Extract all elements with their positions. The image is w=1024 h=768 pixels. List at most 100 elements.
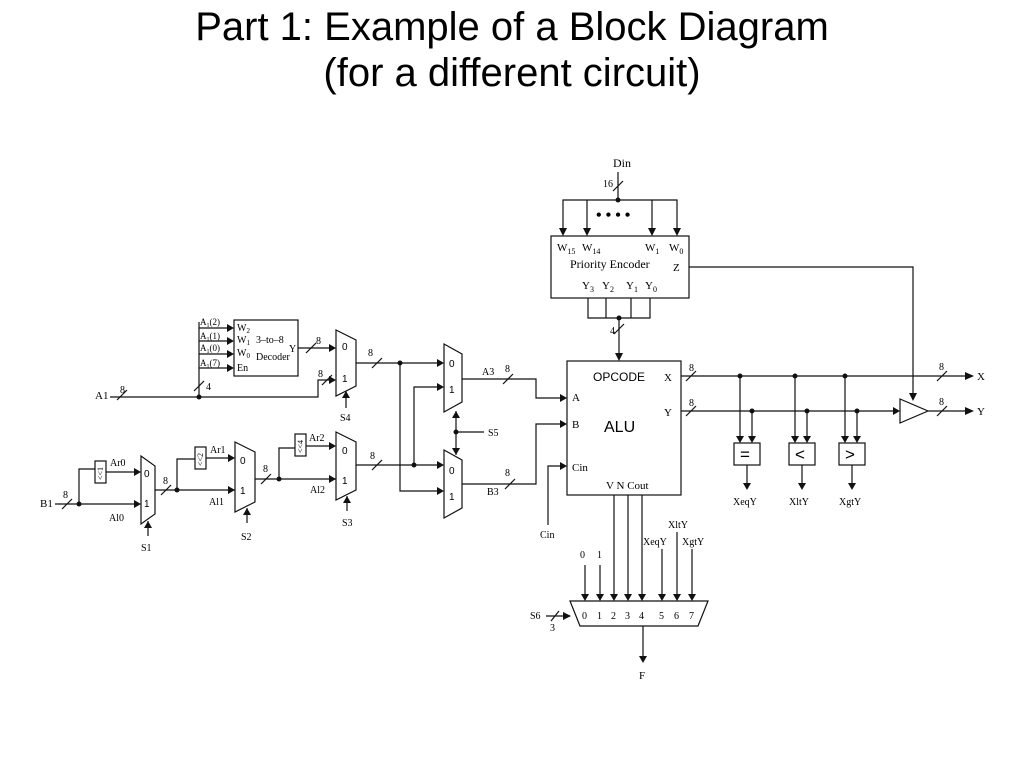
eq-x-arrow [736, 436, 744, 443]
gt-x-arrow [841, 436, 849, 443]
arrow-mux2-in1 [228, 486, 235, 494]
s2-select-arrow [243, 508, 251, 515]
enc-w15: W15 [557, 242, 575, 256]
arrow-dec-w2 [227, 324, 234, 332]
a1-path: A1 8 8 8 [95, 336, 336, 402]
xgty-out-arrow [848, 483, 856, 490]
mux-a3-in1: 1 [449, 385, 455, 396]
s5-arrow-down [452, 448, 460, 455]
mux-s6-inputs: 0 1 2 3 4 5 6 7 [582, 611, 694, 622]
alu-a-label: A [572, 392, 580, 404]
mux-s2-width: 8 [263, 464, 268, 475]
arrow-mux3-in0 [329, 442, 336, 450]
s3-select-arrow [343, 496, 351, 503]
title-line-2: (for a different circuit) [323, 51, 701, 95]
enc-out-bus [587, 298, 651, 319]
slide-title: Part 1: Example of a Block Diagram (for … [0, 4, 1024, 96]
s3-out-width: 8 [370, 451, 375, 462]
b3-slash [504, 478, 516, 490]
dec-bus-width: 4 [206, 382, 211, 393]
al0-label: Al0 [109, 513, 124, 524]
dec-bus-slash [193, 380, 205, 392]
mux-b3-in0: 0 [449, 466, 455, 477]
mux-b3-in1: 1 [449, 492, 455, 503]
b1-shift-wire [78, 468, 95, 504]
s6-slash [550, 610, 560, 622]
y-final-slash [936, 405, 948, 417]
alu-x-label: X [664, 372, 672, 384]
s4-select-arrow [342, 391, 350, 398]
mux-s4-body [335, 329, 357, 397]
comparator-gt-symbol: > [845, 445, 855, 464]
opcode-arrow [615, 353, 623, 361]
const-1-label: 1 [597, 550, 602, 561]
b3-label: B3 [487, 487, 499, 498]
dec-in-a0: A1(0) [200, 343, 220, 355]
f-out-arrow [639, 656, 647, 663]
mux-s2-in0: 0 [240, 456, 246, 467]
cin-label: Cin [540, 530, 554, 541]
opcode-slash [613, 323, 625, 335]
s6-arrow [563, 612, 571, 620]
decoder-name-2: Decoder [256, 352, 291, 363]
mux-s1-width: 8 [163, 476, 168, 487]
alu-b-label: B [572, 419, 579, 431]
priority-encoder: Din 16 • • • • W15 W14 W1 W0 Priority En… [550, 156, 917, 401]
din-fanout [562, 199, 678, 228]
mux6-arrow-4 [638, 594, 646, 601]
ar2-label: Ar2 [309, 433, 325, 444]
enc-z: Z [673, 262, 680, 274]
mux-s1-in1: 1 [144, 499, 150, 510]
s3-to-a3-mux [413, 386, 437, 465]
enc-w0: W0 [669, 242, 683, 256]
mux-s2-in1: 1 [240, 486, 246, 497]
alu-opcode-label: OPCODE [593, 370, 645, 384]
decoder: W2 W1 W0 En 3–to–8 Decoder Y A1(2) A1(1)… [193, 317, 299, 400]
enc-y0: Y0 [645, 280, 657, 294]
s1-select-arrow [144, 521, 152, 528]
din-width: 16 [603, 179, 613, 190]
priority-encoder-block [550, 235, 690, 299]
mux6-arrow-0 [581, 594, 589, 601]
b3-wire [462, 423, 560, 485]
s3-label: S3 [342, 518, 353, 529]
s6-label: S6 [530, 611, 541, 622]
mux-s2-slash [260, 473, 272, 485]
mux-s3-body [335, 431, 357, 501]
al1-shift-wire [176, 458, 195, 490]
din-label: Din [613, 156, 631, 170]
dec-w2: W2 [237, 323, 250, 335]
y-out-slash [685, 405, 697, 417]
mux-s6-body [569, 600, 709, 627]
arrow-mux1-in0 [134, 468, 141, 476]
ar0-label: Ar0 [110, 458, 126, 469]
mux6-in-3: 3 [625, 611, 630, 622]
s4-to-b3-mux [399, 363, 437, 492]
mux6-arrow-2 [610, 594, 618, 601]
y-out-width: 8 [689, 398, 694, 409]
mux-s3-in0: 0 [342, 446, 348, 457]
dec-y-slash [305, 342, 317, 354]
arrow-dec-w1 [227, 337, 234, 345]
mux-a3-in0: 0 [449, 359, 455, 370]
mux6-arrow-5 [658, 594, 666, 601]
s4-in1-width: 8 [318, 369, 323, 380]
s4-out-slash [371, 357, 383, 369]
shifter-4-label: <<4 [296, 440, 305, 453]
mux6-arrow-7 [688, 594, 696, 601]
arrow-mux1-in1 [134, 500, 141, 508]
decoder-block [233, 319, 299, 377]
enc-w1: W1 [645, 242, 659, 256]
mux6-in-7: 7 [689, 611, 694, 622]
a3-wire [462, 378, 560, 399]
arrow-alu-cin [560, 462, 567, 470]
dec-en: En [237, 363, 248, 374]
enc-y1: Y1 [626, 280, 638, 294]
mux-s1-slash [160, 484, 172, 496]
xeqy-label: XeqY [733, 497, 757, 508]
arrow-a3mux-in0 [437, 359, 444, 367]
shifter-4 [294, 433, 307, 457]
arrow-alu-a [560, 394, 567, 402]
ar1-label: Ar1 [210, 445, 226, 456]
